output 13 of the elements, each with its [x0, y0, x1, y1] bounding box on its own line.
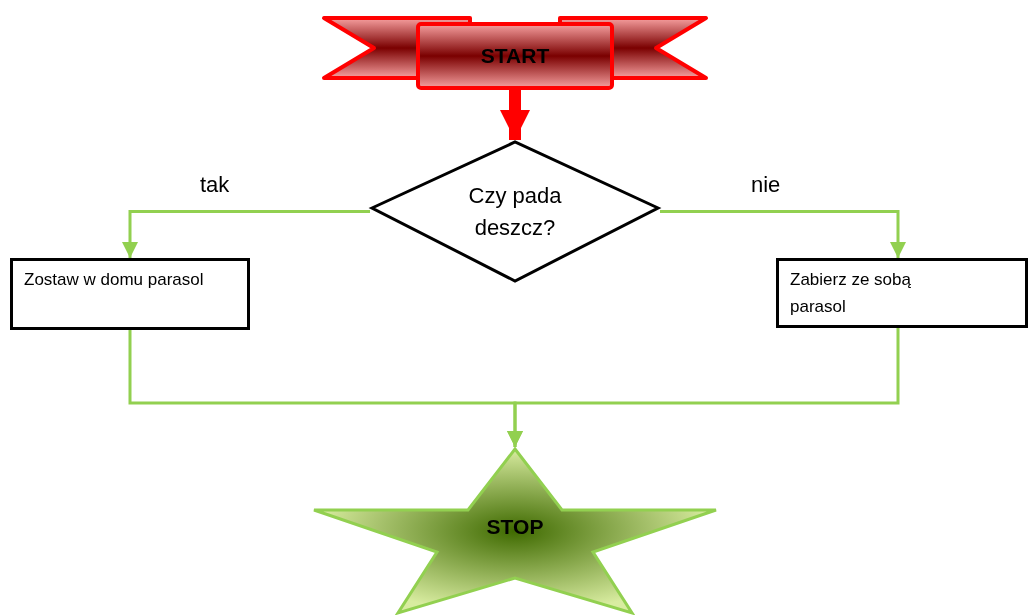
node-text: STOP — [485, 513, 545, 540]
process-box — [10, 258, 250, 330]
connector-arrow — [507, 328, 900, 447]
connector-arrow — [122, 210, 370, 258]
node-text: Zabierz ze sobą parasol — [790, 269, 912, 318]
node-text: Czy pada deszcz? — [467, 181, 563, 242]
connector-arrow — [500, 90, 530, 140]
decision-diamond — [370, 140, 660, 283]
node-text: Zostaw w domu parasol — [24, 269, 204, 291]
node-text: START — [479, 42, 551, 69]
ribbon-banner — [320, 14, 710, 90]
connector-arrow — [660, 210, 906, 258]
process-box — [776, 258, 1028, 328]
